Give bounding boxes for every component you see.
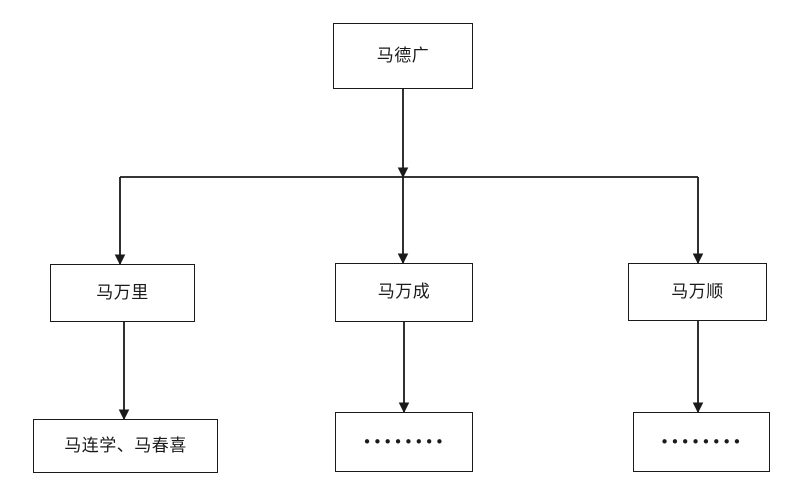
node-child-2[interactable]: 马万成 bbox=[335, 263, 473, 322]
node-child-2-label: 马万成 bbox=[377, 282, 431, 303]
node-leaf-1[interactable]: 马连学、马春喜 bbox=[33, 419, 218, 473]
node-child-3-label: 马万顺 bbox=[671, 281, 724, 302]
node-leaf-3-label: •••••••• bbox=[660, 432, 743, 451]
node-leaf-2[interactable]: •••••••• bbox=[335, 412, 473, 472]
node-child-1[interactable]: 马万里 bbox=[50, 264, 195, 322]
node-root[interactable]: 马德广 bbox=[333, 23, 473, 89]
node-child-1-label: 马万里 bbox=[96, 282, 149, 303]
node-leaf-3[interactable]: •••••••• bbox=[633, 412, 770, 472]
node-leaf-2-label: •••••••• bbox=[362, 432, 446, 451]
node-child-3[interactable]: 马万顺 bbox=[628, 263, 767, 321]
node-root-label: 马德广 bbox=[376, 45, 430, 66]
node-leaf-1-label: 马连学、马春喜 bbox=[64, 435, 187, 456]
